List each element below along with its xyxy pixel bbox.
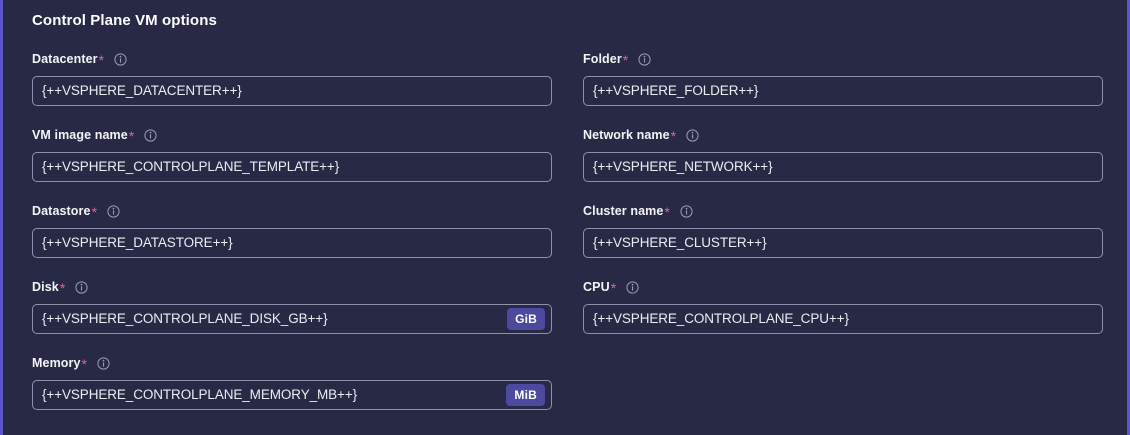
- field-label-row: Cluster name*: [583, 202, 1103, 220]
- field-label-vm-image-name: VM image name: [32, 128, 128, 142]
- required-asterisk: *: [98, 52, 105, 68]
- info-icon[interactable]: [75, 280, 88, 294]
- input-value-cluster-name[interactable]: {++VSPHERE_CLUSTER++}: [593, 235, 767, 250]
- required-asterisk: *: [670, 128, 677, 144]
- input-datastore[interactable]: {++VSPHERE_DATASTORE++}: [32, 228, 552, 258]
- field-cpu: CPU* {++VSPHERE_CONTROLPLANE_CPU++}: [583, 278, 1103, 334]
- fields-grid: Datacenter*{++VSPHERE_DATACENTER++}Folde…: [32, 50, 1103, 430]
- field-label-datastore: Datastore: [32, 204, 91, 218]
- field-datastore: Datastore* {++VSPHERE_DATASTORE++}: [32, 202, 552, 258]
- input-vm-image-name[interactable]: {++VSPHERE_CONTROLPLANE_TEMPLATE++}: [32, 152, 552, 182]
- field-label-row: Disk*: [32, 278, 552, 296]
- info-icon[interactable]: [114, 52, 127, 66]
- input-cpu[interactable]: {++VSPHERE_CONTROLPLANE_CPU++}: [583, 304, 1103, 334]
- field-label-row: Folder*: [583, 50, 1103, 68]
- field-datacenter: Datacenter* {++VSPHERE_DATACENTER++}: [32, 50, 552, 106]
- input-cluster-name[interactable]: {++VSPHERE_CLUSTER++}: [583, 228, 1103, 258]
- field-label-row: VM image name*: [32, 126, 552, 144]
- info-icon[interactable]: [638, 52, 651, 66]
- field-vm-image-name: VM image name* {++VSPHERE_CONTROLPLANE_TE…: [32, 126, 552, 182]
- input-value-memory[interactable]: {++VSPHERE_CONTROLPLANE_MEMORY_MB++}: [42, 387, 358, 402]
- required-asterisk: *: [91, 204, 98, 220]
- field-label-network-name: Network name: [583, 128, 670, 142]
- info-icon[interactable]: [97, 356, 110, 370]
- input-value-disk[interactable]: {++VSPHERE_CONTROLPLANE_DISK_GB++}: [42, 311, 328, 326]
- page-title: Control Plane VM options: [32, 12, 217, 29]
- field-label-row: Datastore*: [32, 202, 552, 220]
- input-value-vm-image-name[interactable]: {++VSPHERE_CONTROLPLANE_TEMPLATE++}: [42, 159, 340, 174]
- required-asterisk: *: [622, 52, 629, 68]
- field-label-datacenter: Datacenter: [32, 52, 98, 66]
- field-network-name: Network name* {++VSPHERE_NETWORK++}: [583, 126, 1103, 182]
- input-memory[interactable]: {++VSPHERE_CONTROLPLANE_MEMORY_MB++} MiB: [32, 380, 552, 410]
- input-folder[interactable]: {++VSPHERE_FOLDER++}: [583, 76, 1103, 106]
- field-label-folder: Folder: [583, 52, 622, 66]
- field-folder: Folder* {++VSPHERE_FOLDER++}: [583, 50, 1103, 106]
- input-value-cpu[interactable]: {++VSPHERE_CONTROLPLANE_CPU++}: [593, 311, 849, 326]
- field-label-row: CPU*: [583, 278, 1103, 296]
- required-asterisk: *: [59, 280, 66, 296]
- required-asterisk: *: [610, 280, 617, 296]
- field-label-row: Network name*: [583, 126, 1103, 144]
- required-asterisk: *: [81, 356, 87, 372]
- info-icon[interactable]: [144, 128, 157, 142]
- field-label-row: Memory*: [32, 354, 552, 372]
- info-icon[interactable]: [626, 280, 639, 294]
- required-asterisk: *: [664, 204, 670, 220]
- unit-badge-disk[interactable]: GiB: [507, 308, 545, 330]
- input-network-name[interactable]: {++VSPHERE_NETWORK++}: [583, 152, 1103, 182]
- info-icon[interactable]: [686, 128, 699, 142]
- field-label-disk: Disk: [32, 280, 59, 294]
- input-value-datastore[interactable]: {++VSPHERE_DATASTORE++}: [42, 235, 233, 250]
- field-label-row: Datacenter*: [32, 50, 552, 68]
- field-cluster-name: Cluster name* {++VSPHERE_CLUSTER++}: [583, 202, 1103, 258]
- info-icon[interactable]: [107, 204, 120, 218]
- input-value-folder[interactable]: {++VSPHERE_FOLDER++}: [593, 83, 759, 98]
- input-disk[interactable]: {++VSPHERE_CONTROLPLANE_DISK_GB++} GiB: [32, 304, 552, 334]
- field-label-memory: Memory: [32, 356, 81, 370]
- field-memory: Memory* {++VSPHERE_CONTROLPLANE_MEMORY_MB…: [32, 354, 552, 410]
- input-value-network-name[interactable]: {++VSPHERE_NETWORK++}: [593, 159, 773, 174]
- input-datacenter[interactable]: {++VSPHERE_DATACENTER++}: [32, 76, 552, 106]
- input-value-datacenter[interactable]: {++VSPHERE_DATACENTER++}: [42, 83, 242, 98]
- required-asterisk: *: [128, 128, 135, 144]
- info-icon[interactable]: [680, 204, 693, 218]
- field-label-cpu: CPU: [583, 280, 610, 294]
- form-panel: Control Plane VM options Datacenter*{++V…: [3, 0, 1127, 435]
- field-label-cluster-name: Cluster name: [583, 204, 664, 218]
- unit-badge-memory[interactable]: MiB: [506, 384, 545, 406]
- field-disk: Disk* {++VSPHERE_CONTROLPLANE_DISK_GB++} G…: [32, 278, 552, 334]
